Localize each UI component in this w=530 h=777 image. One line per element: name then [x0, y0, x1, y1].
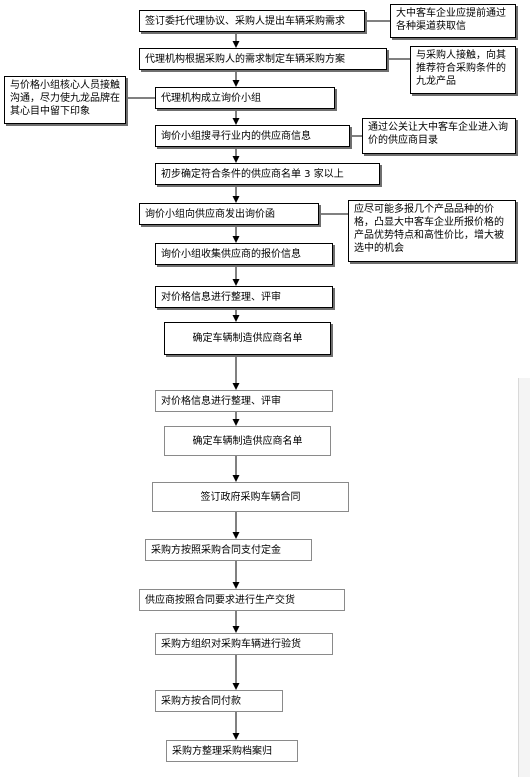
flow-step-10-label: 对价格信息进行整理、评审: [161, 395, 281, 407]
note-1-text: 大中客车企业应提前通过各种渠道获取信: [396, 8, 506, 32]
flow-step-17: 采购方整理采购档案归: [166, 740, 298, 762]
note-5-text: 应尽可能多报几个产品品种的价格，凸显大中客车企业所报价格的产品优势特点和高性价比…: [354, 204, 504, 254]
flow-step-16-label: 采购方按合同付款: [161, 695, 241, 707]
flow-step-3: 代理机构成立询价小组: [155, 87, 335, 109]
flow-step-4: 询价小组搜寻行业内的供应商信息: [155, 125, 350, 147]
flow-step-6-label: 询价小组向供应商发出询价函: [145, 208, 275, 220]
flow-step-11: 确定车辆制造供应商名单: [164, 426, 331, 456]
note-4-text: 通过公关让大中客车企业进入询价的供应商目录: [368, 122, 508, 146]
flow-step-12-label: 签订政府采购车辆合同: [200, 491, 301, 503]
flow-step-6: 询价小组向供应商发出询价函: [139, 203, 319, 225]
flow-step-2: 代理机构根据采购人的需求制定车辆采购方案: [139, 48, 387, 70]
note-3: 与价格小组核心人员接触沟通，尽力使九龙品牌在其心目中留下印象: [4, 76, 126, 124]
flow-step-8-label: 对价格信息进行整理、评审: [161, 291, 281, 303]
flow-step-7-label: 询价小组收集供应商的报价信息: [161, 248, 301, 260]
flow-step-9: 确定车辆制造供应商名单: [164, 322, 331, 355]
flow-step-5-label: 初步确定符合条件的供应商名单 3 家以上: [161, 168, 344, 180]
flow-step-7: 询价小组收集供应商的报价信息: [155, 243, 333, 265]
flow-step-9-label: 确定车辆制造供应商名单: [192, 333, 303, 344]
flow-step-13: 采购方按照采购合同支付定金: [145, 539, 312, 561]
flow-step-4-label: 询价小组搜寻行业内的供应商信息: [161, 130, 311, 142]
note-1: 大中客车企业应提前通过各种渠道获取信: [390, 4, 516, 38]
flow-step-1: 签订委托代理协议、采购人提出车辆采购需求: [139, 10, 365, 32]
note-3-text: 与价格小组核心人员接触沟通，尽力使九龙品牌在其心目中留下印象: [10, 80, 120, 117]
flow-step-14-label: 供应商按照合同要求进行生产交货: [145, 594, 295, 606]
flow-step-1-label: 签订委托代理协议、采购人提出车辆采购需求: [145, 15, 345, 27]
flow-step-2-label: 代理机构根据采购人的需求制定车辆采购方案: [145, 53, 345, 65]
flow-step-14: 供应商按照合同要求进行生产交货: [139, 589, 345, 611]
note-5: 应尽可能多报几个产品品种的价格，凸显大中客车企业所报价格的产品优势特点和高性价比…: [348, 200, 516, 262]
flow-step-10: 对价格信息进行整理、评审: [155, 390, 333, 412]
scan-edge: [518, 378, 530, 777]
note-2: 与采购人接触，向其推荐符合采购条件的九龙产品: [410, 46, 516, 94]
flow-step-15: 采购方组织对采购车辆进行验货: [155, 633, 333, 655]
flow-step-16: 采购方按合同付款: [155, 690, 283, 712]
flow-step-11-label: 确定车辆制造供应商名单: [192, 435, 303, 447]
flow-step-5: 初步确定符合条件的供应商名单 3 家以上: [155, 163, 380, 185]
flow-step-15-label: 采购方组织对采购车辆进行验货: [161, 638, 301, 650]
note-4: 通过公关让大中客车企业进入询价的供应商目录: [362, 118, 516, 154]
flow-step-3-label: 代理机构成立询价小组: [161, 92, 261, 104]
flow-step-12: 签订政府采购车辆合同: [152, 482, 349, 512]
flow-step-17-label: 采购方整理采购档案归: [172, 745, 272, 757]
flow-step-13-label: 采购方按照采购合同支付定金: [151, 544, 281, 556]
note-2-text: 与采购人接触，向其推荐符合采购条件的九龙产品: [416, 50, 506, 87]
flow-step-8: 对价格信息进行整理、评审: [155, 286, 333, 308]
